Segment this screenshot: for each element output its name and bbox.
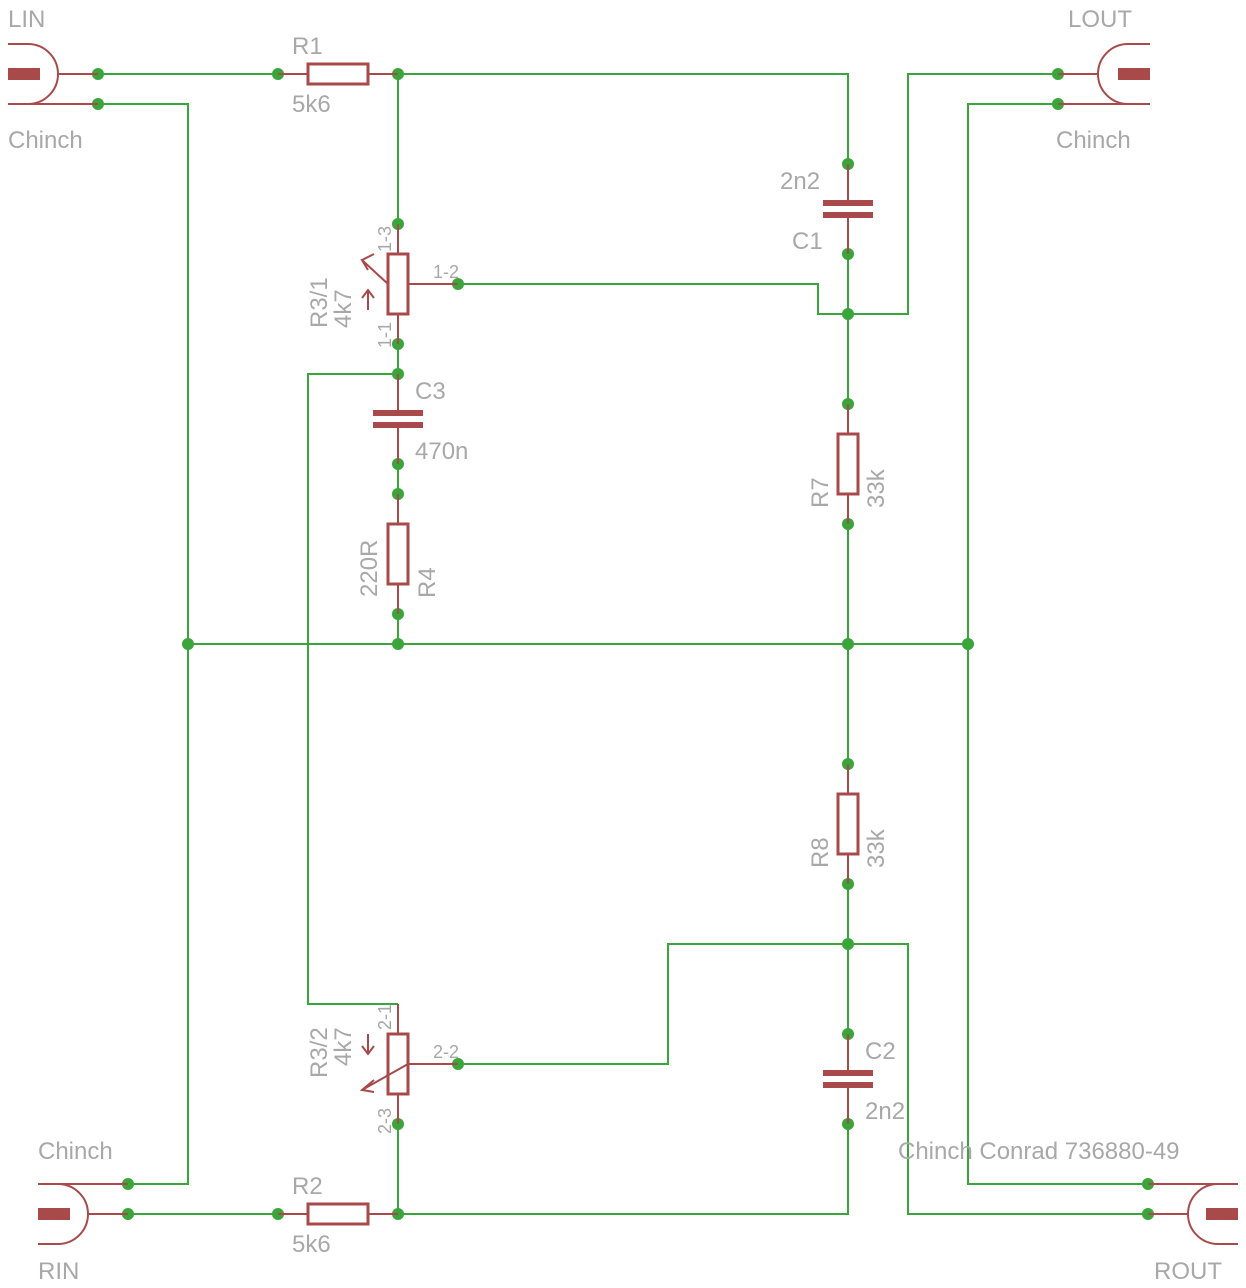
direction-arrow-icon — [361, 288, 375, 310]
wire-lout-ground — [967, 103, 1148, 1185]
resistor-r4-value: 220R — [356, 540, 383, 597]
connector-pin-icon — [1206, 1208, 1238, 1220]
potentiometer-r3a: 1-3 1-2 1-1 R3/1 4k7 — [306, 224, 459, 348]
connector-pin-icon — [1118, 68, 1150, 80]
junction-dot — [842, 638, 854, 650]
potentiometer-r3a-name: R3/1 — [306, 277, 333, 328]
resistor-icon — [306, 1202, 370, 1226]
resistor-r8: R8 33k — [807, 764, 890, 884]
connector-lin-type: Chinch — [8, 127, 83, 154]
resistor-r2: R2 5k6 — [278, 1173, 398, 1258]
capacitor-plate-icon — [373, 410, 423, 416]
junction-dot — [392, 638, 404, 650]
pot-pin-label: 2-1 — [375, 1004, 395, 1030]
pot-pin-label: 1-2 — [433, 262, 459, 282]
pot-pin-label: 1-3 — [375, 226, 395, 252]
wiper-arrow-icon — [359, 1063, 409, 1093]
pot-pin-label: 2-3 — [375, 1108, 395, 1134]
wire-wiper1-out — [458, 73, 1058, 315]
potentiometer-r3b: 2-1 2-2 2-3 R3/2 4k7 — [306, 1004, 459, 1134]
capacitor-c2: C2 2n2 — [823, 1034, 905, 1125]
resistor-r4-name: R4 — [414, 567, 441, 598]
connector-rout: Chinch Conrad 736880-49 ROUT — [898, 1138, 1238, 1285]
pot-pin-label: 2-2 — [433, 1042, 459, 1062]
wires — [98, 73, 1148, 1215]
potentiometer-r3b-name: R3/2 — [306, 1027, 333, 1078]
potentiometer-r3b-value: 4k7 — [330, 1027, 357, 1066]
potentiometer-icon — [386, 1032, 410, 1096]
wire-c3-to-r3b — [307, 373, 398, 1005]
resistor-r1-name: R1 — [292, 33, 323, 60]
wire-wiper2-out — [458, 943, 1148, 1215]
resistor-r7: R7 33k — [807, 404, 890, 524]
connector-lout-name: LOUT — [1068, 6, 1132, 33]
resistor-icon — [386, 522, 410, 586]
connector-lout-type: Chinch — [1056, 127, 1131, 154]
capacitor-c3-value: 470n — [415, 438, 468, 465]
connector-rout-name: ROUT — [1154, 1258, 1222, 1285]
resistor-r2-value: 5k6 — [292, 1231, 331, 1258]
resistor-r1-value: 5k6 — [292, 91, 331, 118]
capacitor-c3: C3 470n — [373, 374, 468, 465]
resistor-r4: 220R R4 — [356, 494, 441, 614]
connector-shell-icon — [1097, 43, 1150, 105]
wire-c2-bottom-rail — [398, 1124, 849, 1215]
resistor-r2-name: R2 — [292, 1173, 323, 1200]
resistor-r8-name: R8 — [807, 837, 834, 868]
resistor-icon — [836, 792, 860, 856]
resistor-r7-name: R7 — [807, 477, 834, 508]
capacitor-c2-value: 2n2 — [865, 1098, 905, 1125]
direction-arrow-icon — [361, 1034, 375, 1056]
capacitor-plate-icon — [823, 212, 873, 218]
potentiometer-icon — [386, 252, 410, 316]
junction-dot — [842, 938, 854, 950]
resistor-r7-value: 33k — [863, 468, 890, 508]
connector-shell-icon — [8, 43, 59, 105]
potentiometer-r3a-value: 4k7 — [330, 289, 357, 328]
capacitor-plate-icon — [373, 422, 423, 428]
connector-shell-icon — [38, 1183, 89, 1245]
capacitor-plate-icon — [823, 1082, 873, 1088]
connector-lin: LIN Chinch — [8, 6, 98, 154]
connector-rin-type: Chinch — [38, 1138, 113, 1165]
resistor-icon — [836, 432, 860, 496]
connector-rout-type: Chinch Conrad 736880-49 — [898, 1138, 1180, 1165]
capacitor-c3-name: C3 — [415, 378, 446, 405]
connector-pin-icon — [8, 68, 40, 80]
junction-dot — [842, 308, 854, 320]
junction-dot — [962, 638, 974, 650]
junction-dot — [182, 638, 194, 650]
capacitor-c1: 2n2 C1 — [780, 164, 873, 255]
resistor-r1: R1 5k6 — [278, 33, 398, 118]
connector-rin: Chinch RIN — [38, 1138, 128, 1285]
wiper-arrow-icon — [360, 253, 389, 285]
connector-rin-name: RIN — [38, 1258, 79, 1285]
pot-pin-label: 1-1 — [375, 322, 395, 348]
resistor-r8-value: 33k — [863, 828, 890, 868]
connector-lout: LOUT Chinch — [1056, 6, 1150, 154]
resistor-icon — [306, 62, 370, 86]
wire-r1-top-rail — [398, 73, 849, 164]
wire-lin-ground — [98, 103, 189, 1185]
capacitor-c1-value: 2n2 — [780, 168, 820, 195]
connector-pin-icon — [38, 1208, 70, 1220]
connector-lin-name: LIN — [8, 6, 45, 33]
capacitor-plate-icon — [823, 200, 873, 206]
connector-shell-icon — [1187, 1183, 1238, 1245]
capacitor-plate-icon — [823, 1070, 873, 1076]
capacitor-c1-name: C1 — [792, 228, 823, 255]
capacitor-c2-name: C2 — [865, 1038, 896, 1065]
